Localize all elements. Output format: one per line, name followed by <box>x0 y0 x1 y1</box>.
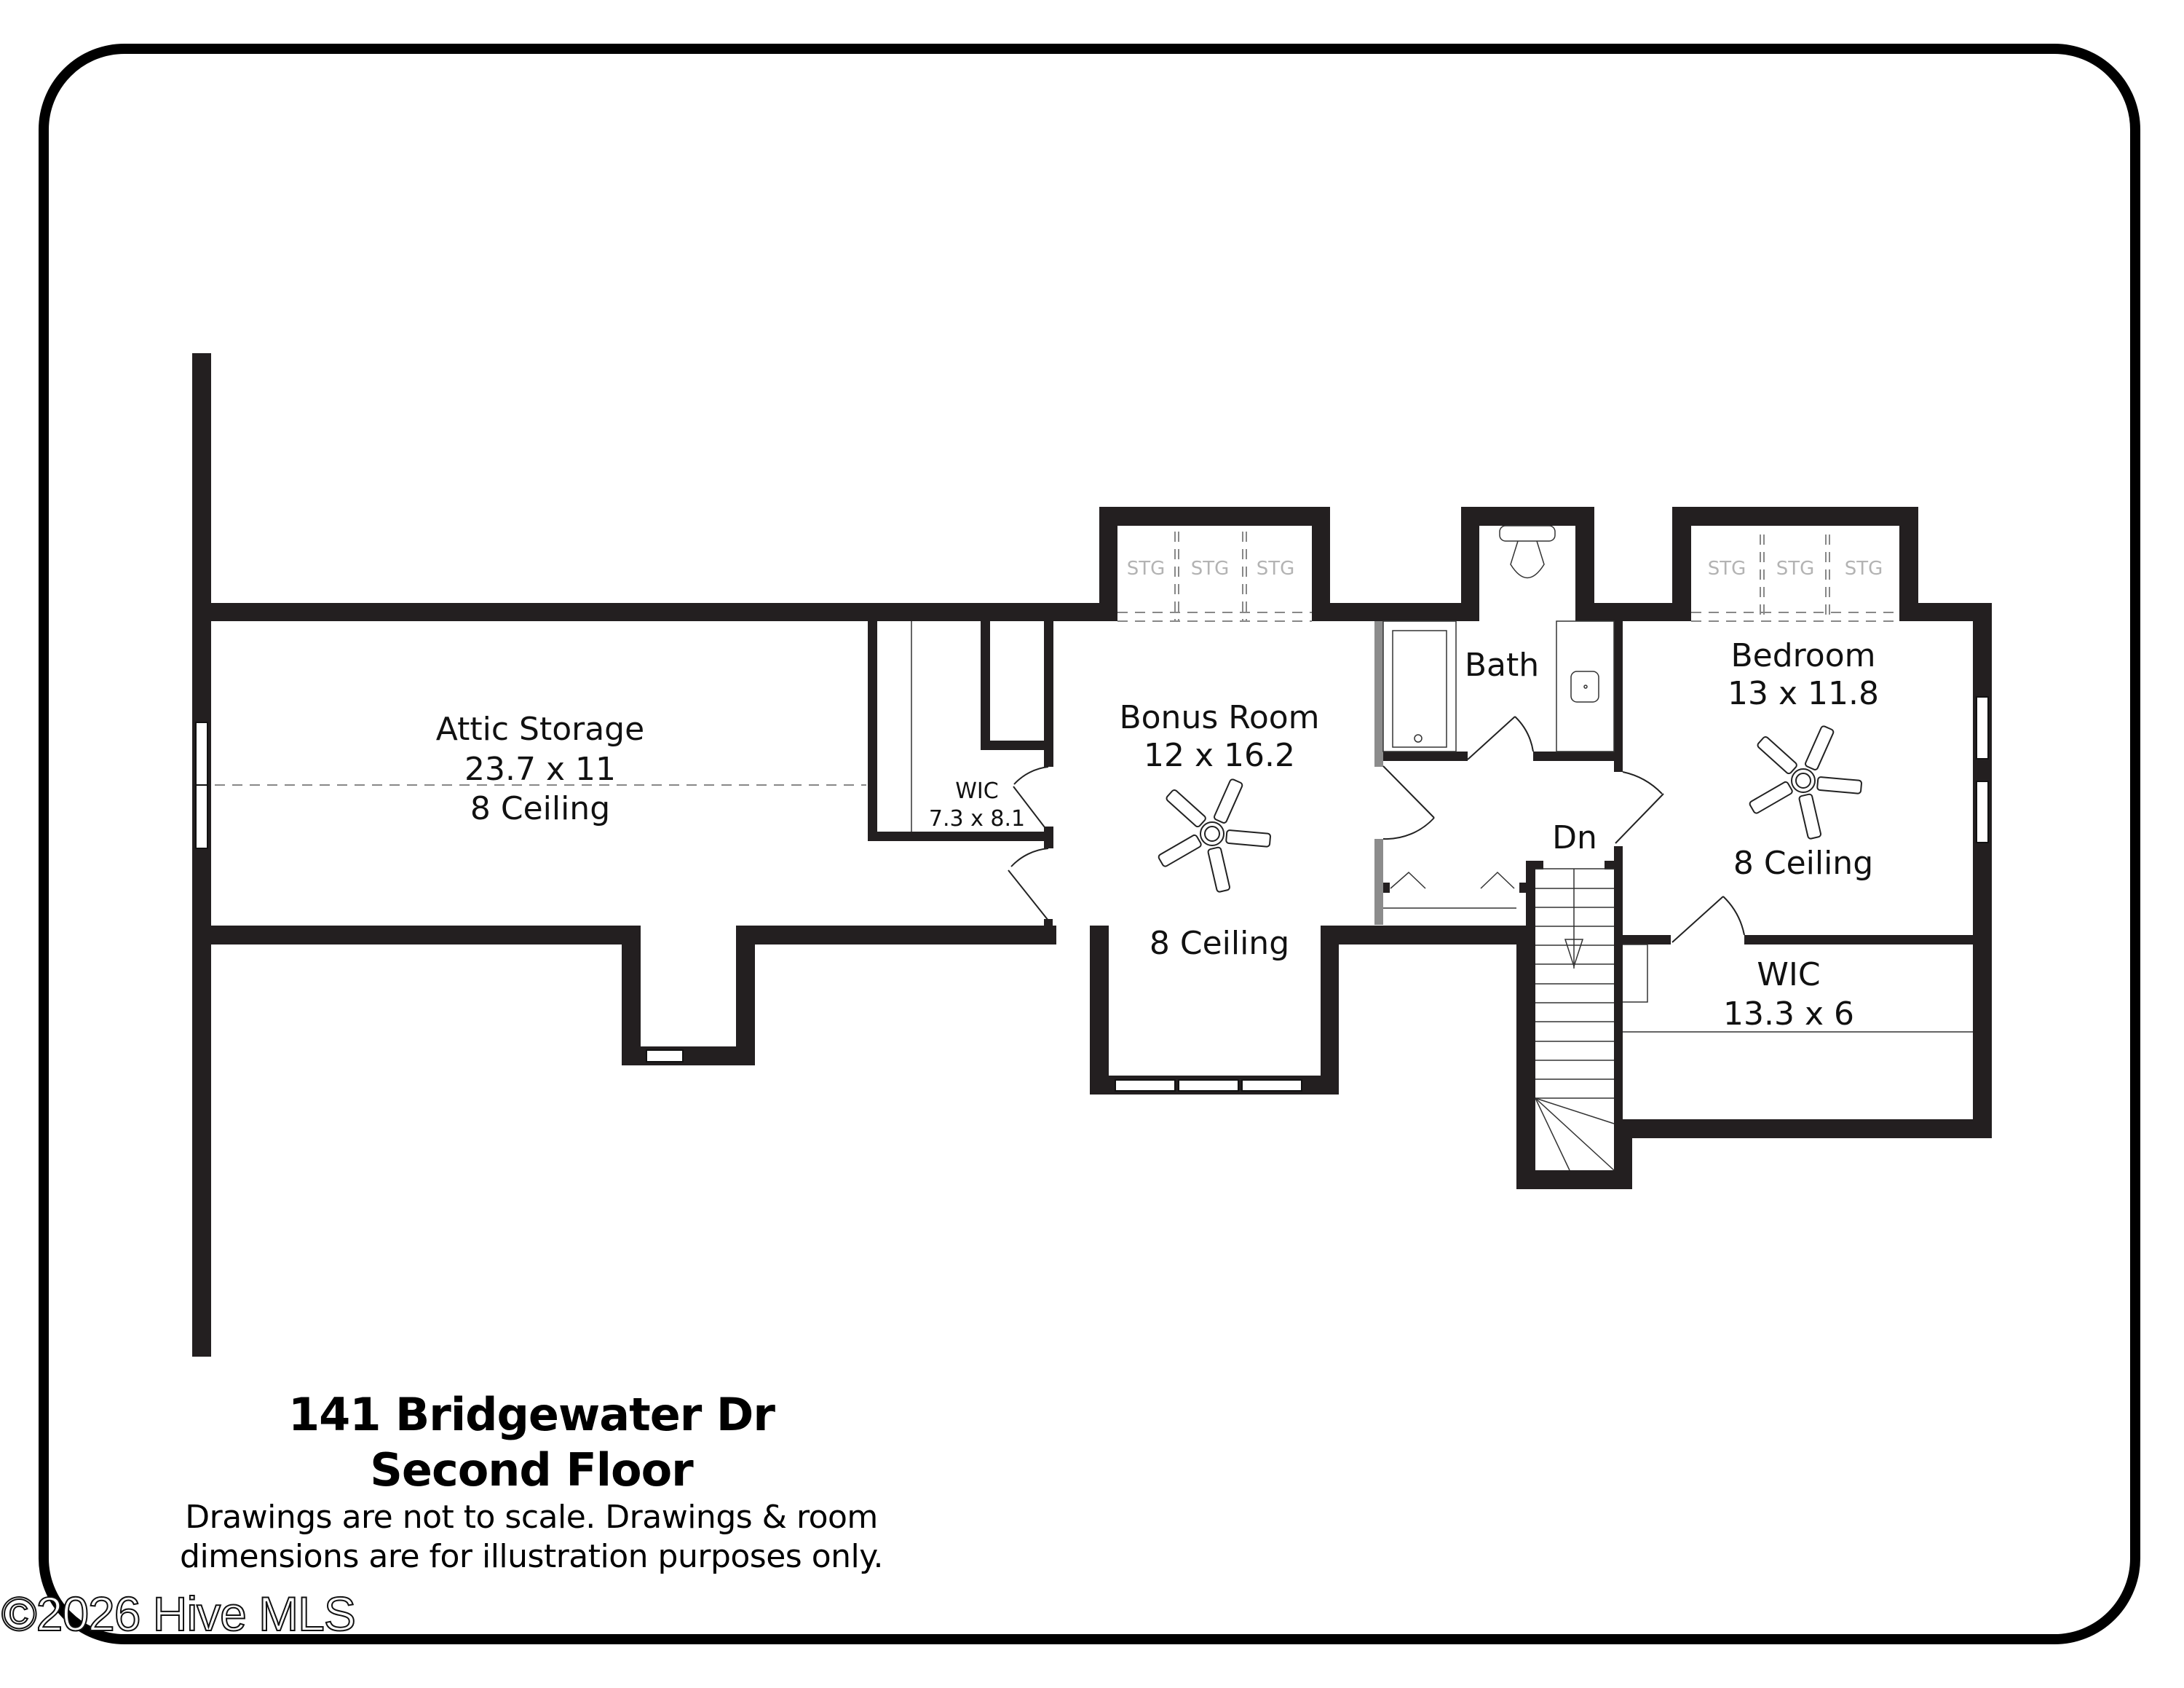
copyright-watermark: ©2026 Hive MLS <box>1 1586 357 1641</box>
storage-label: STG <box>1708 558 1746 580</box>
bonus-ceiling: 8 Ceiling <box>1150 925 1289 962</box>
attic-name: Attic Storage <box>436 711 644 748</box>
bonus-window-3 <box>1241 1079 1302 1092</box>
ceiling-fan-icon <box>1749 725 1862 840</box>
dashed-lines <box>215 532 1899 786</box>
title-block: 141 Bridgewater Dr Second Floor Drawings… <box>109 1387 954 1577</box>
bonus-name: Bonus Room <box>1119 699 1319 736</box>
doors <box>1008 716 1745 943</box>
stairs-down-label: Dn <box>1552 819 1597 856</box>
storage-label: STG <box>1191 558 1230 580</box>
bathtub <box>1382 620 1457 752</box>
attic-ceiling: 8 Ceiling <box>470 790 610 827</box>
windows <box>195 696 1989 1092</box>
storage-label: STG <box>1845 558 1883 580</box>
bonus-dims: 12 x 16.2 <box>1144 737 1295 774</box>
room-labels: Attic Storage 23.7 x 11 8 Ceiling WIC 7.… <box>436 558 1883 1033</box>
fixture-lines <box>911 525 1973 1171</box>
attic-bump-window <box>646 1049 684 1062</box>
stair-treads <box>1535 868 1615 1171</box>
bedroom-dims: 13 x 11.8 <box>1728 675 1879 712</box>
wic-small-dims: 7.3 x 8.1 <box>929 806 1025 832</box>
bedroom-window-1 <box>1976 696 1989 760</box>
disclaimer-line-1: Drawings are not to scale. Drawings & ro… <box>185 1499 878 1536</box>
ceiling-fan-icon <box>1158 778 1271 893</box>
wic-small-name: WIC <box>955 778 998 804</box>
partition-walls <box>1374 621 1383 925</box>
address-title: 141 Bridgewater Dr <box>288 1388 775 1441</box>
storage-label: STG <box>1127 558 1166 580</box>
sink <box>1570 671 1599 703</box>
bedroom-window-2 <box>1976 781 1989 843</box>
wic-large-name: WIC <box>1757 956 1820 993</box>
attic-dims: 23.7 x 11 <box>464 751 616 788</box>
toilet-tank <box>1499 525 1556 542</box>
vanity <box>1556 620 1615 752</box>
bedroom-name: Bedroom <box>1730 637 1875 674</box>
bonus-window-1 <box>1115 1079 1176 1092</box>
bonus-window-2 <box>1178 1079 1239 1092</box>
storage-label: STG <box>1257 558 1295 580</box>
floor-title: Second Floor <box>370 1443 694 1496</box>
wic-large-dims: 13.3 x 6 <box>1723 995 1854 1033</box>
toilet-bowl <box>1510 540 1545 579</box>
disclaimer-line-2: dimensions are for illustration purposes… <box>180 1538 883 1575</box>
storage-label: STG <box>1776 558 1815 580</box>
walls <box>192 353 1992 1357</box>
bath-name: Bath <box>1465 647 1539 684</box>
bedroom-ceiling: 8 Ceiling <box>1733 845 1873 882</box>
drawing-frame <box>39 44 2140 1644</box>
